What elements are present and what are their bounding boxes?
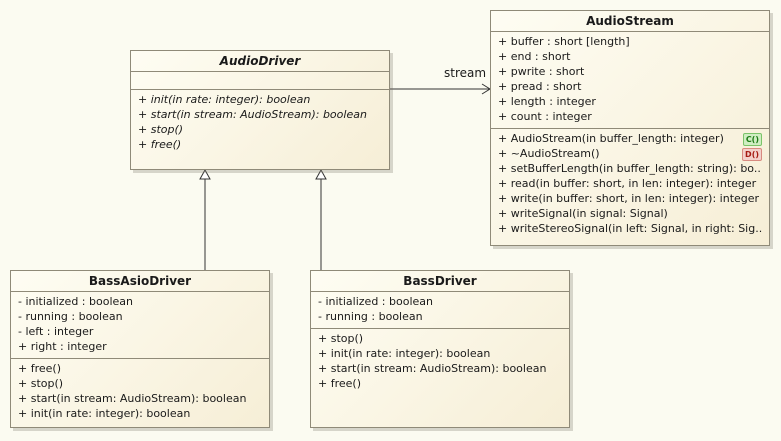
method-row[interactable]: + init(in rate: integer): boolean [138, 92, 382, 107]
class-name: AudioDriver [219, 54, 301, 68]
method-row-text: + read(in buffer: short, in len: integer… [498, 177, 757, 190]
method-row-text: + stop() [18, 377, 64, 390]
attribute-row-text: - left : integer [18, 325, 94, 338]
method-row[interactable]: + stop() [318, 331, 562, 346]
method-row[interactable]: + ~AudioStream() D() [498, 146, 762, 161]
attribute-row-text: + pread : short [498, 80, 582, 93]
class-bass-asio-driver[interactable]: BassAsioDriver - initialized : boolean- … [10, 270, 270, 428]
attribute-row-text: - running : boolean [318, 310, 423, 323]
attribute-row[interactable]: + right : integer [18, 339, 262, 354]
attribute-row-text: + end : short [498, 50, 571, 63]
attributes-section [131, 71, 389, 89]
method-row-text: + free() [138, 138, 182, 151]
attributes-section: - initialized : boolean - running : boole… [11, 291, 269, 358]
class-name: BassDriver [403, 274, 477, 288]
method-row-text: + init(in rate: integer): boolean [138, 93, 311, 106]
attribute-row[interactable]: - running : boolean [318, 309, 562, 324]
generalization-arrowhead-bassasio [199, 168, 211, 180]
method-row[interactable]: + writeSignal(in signal: Signal) [498, 206, 762, 221]
attribute-row[interactable]: - left : integer [18, 324, 262, 339]
attribute-row-text: + count : integer [498, 110, 592, 123]
attribute-row[interactable]: - running : boolean [18, 309, 262, 324]
class-bass-driver[interactable]: BassDriver - initialized : boolean - runn… [310, 270, 570, 428]
attribute-row[interactable]: + pwrite : short [498, 64, 762, 79]
method-row[interactable]: + write(in buffer: short, in len: intege… [498, 191, 762, 206]
attribute-row-text: + length : integer [498, 95, 596, 108]
method-row[interactable]: + free() [18, 361, 262, 376]
method-row-text: + stop() [318, 332, 364, 345]
attribute-row[interactable]: + count : integer [498, 109, 762, 124]
method-row[interactable]: + writeStereoSignal(in left: Signal, in … [498, 221, 762, 236]
association-label: stream [444, 66, 487, 80]
methods-section: + stop() + init(in rate: integer): boolea… [311, 328, 569, 395]
method-row-text: + free() [318, 377, 361, 390]
method-row[interactable]: + stop() [18, 376, 262, 391]
method-row[interactable]: + start(in stream: AudioStream): boolean [138, 107, 382, 122]
attribute-row-text: - initialized : boolean [318, 295, 433, 308]
attributes-section: + buffer : short [length] + end : short + … [491, 31, 769, 128]
generalization-arrowhead-bass [315, 168, 327, 180]
method-row[interactable]: + start(in stream: AudioStream): boolean [18, 391, 262, 406]
attribute-row-text: - initialized : boolean [18, 295, 133, 308]
method-row[interactable]: + start(in stream: AudioStream): boolean [318, 361, 562, 376]
method-row[interactable]: + free() [138, 137, 382, 152]
attribute-row[interactable]: + pread : short [498, 79, 762, 94]
method-row[interactable]: + read(in buffer: short, in len: integer… [498, 176, 762, 191]
method-row-text: + writeStereoSignal(in left: Signal, in … [498, 222, 762, 235]
destructor-badge-icon: D() [742, 148, 762, 161]
methods-section: + init(in rate: integer): boolean + start… [131, 89, 389, 156]
attribute-row-text: + pwrite : short [498, 65, 585, 78]
method-row-text: + start(in stream: AudioStream): boolean [318, 362, 547, 375]
attribute-row[interactable]: - initialized : boolean [318, 294, 562, 309]
method-row[interactable]: + free() [318, 376, 562, 391]
method-row-text: + write(in buffer: short, in len: intege… [498, 192, 760, 205]
class-audio-stream[interactable]: AudioStream + buffer : short [length] + e… [490, 10, 770, 246]
attribute-row-text: + buffer : short [length] [498, 35, 630, 48]
method-row[interactable]: + stop() [138, 122, 382, 137]
methods-section: + AudioStream(in buffer_length: integer)… [491, 128, 769, 240]
method-row-text: + writeSignal(in signal: Signal) [498, 207, 668, 220]
method-row[interactable]: + setBufferLength(in buffer_length: stri… [498, 161, 762, 176]
method-row-text: + ~AudioStream() [498, 147, 600, 160]
class-name: BassAsioDriver [88, 274, 192, 288]
attribute-row[interactable]: + end : short [498, 49, 762, 64]
method-row-text: + stop() [138, 123, 184, 136]
attribute-row-text: - running : boolean [18, 310, 123, 323]
attributes-section: - initialized : boolean - running : boole… [311, 291, 569, 328]
class-audio-driver[interactable]: AudioDriver + init(in rate: integer): bo… [130, 50, 390, 170]
methods-section: + free() + stop() + start(in stream: Audio… [11, 358, 269, 425]
method-row[interactable]: + AudioStream(in buffer_length: integer)… [498, 131, 762, 146]
attribute-row[interactable]: - initialized : boolean [18, 294, 262, 309]
method-row[interactable]: + init(in rate: integer): boolean [318, 346, 562, 361]
method-row-text: + init(in rate: integer): boolean [318, 347, 491, 360]
attribute-row[interactable]: + buffer : short [length] [498, 34, 762, 49]
method-row[interactable]: + init(in rate: integer): boolean [18, 406, 262, 421]
attribute-row-text: + right : integer [18, 340, 107, 353]
constructor-badge-icon: C() [742, 133, 762, 146]
method-row-text: + start(in stream: AudioStream): boolean [138, 108, 367, 121]
method-row-text: + init(in rate: integer): boolean [18, 407, 191, 420]
method-row-text: + setBufferLength(in buffer_length: stri… [498, 162, 762, 175]
method-row-text: + AudioStream(in buffer_length: integer) [498, 132, 724, 145]
method-row-text: + start(in stream: AudioStream): boolean [18, 392, 247, 405]
method-row-text: + free() [18, 362, 61, 375]
attribute-row[interactable]: + length : integer [498, 94, 762, 109]
class-name: AudioStream [586, 14, 674, 28]
